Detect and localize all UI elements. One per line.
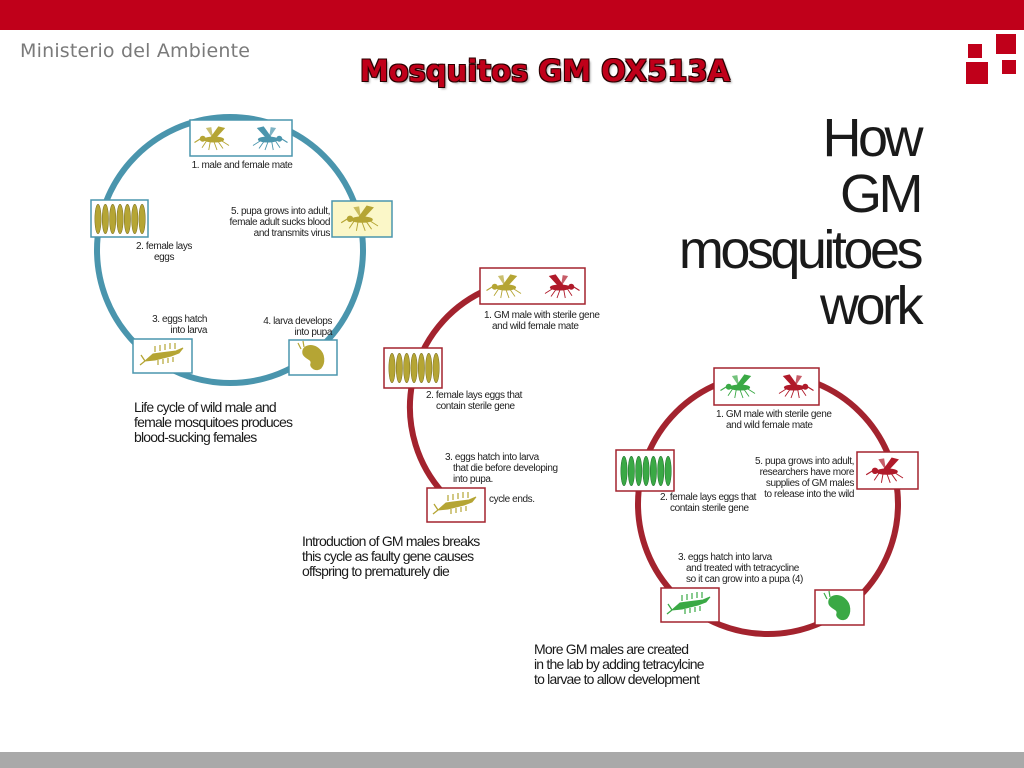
caption-line: More GM males are created xyxy=(534,641,689,657)
headline-line: mosquitoes xyxy=(678,220,924,280)
bottom-bar xyxy=(0,752,1024,768)
caption-line: this cycle as faulty gene causes xyxy=(302,548,474,564)
label-line: 2. female lays eggs that xyxy=(426,390,523,401)
label-line: 2. female lays xyxy=(135,241,193,252)
label-line: 1. male and female mate xyxy=(191,160,293,171)
headline: How GM mosquitoes work xyxy=(580,108,924,336)
wild-step-2-label: 2. female lays eggs xyxy=(128,241,200,263)
slide-title: Mosquitos GM OX513A xyxy=(359,54,731,88)
gm-larva-box xyxy=(426,487,486,523)
wild-cycle-ring xyxy=(94,114,366,386)
gm-cycle-caption: Introduction of GM males breaks this cyc… xyxy=(302,534,480,579)
wild-step-4-label: 4. larva develops into pupa xyxy=(252,316,332,338)
wild-eggs-box xyxy=(90,199,149,238)
gm-eggs-box xyxy=(383,347,443,389)
caption-line: in the lab by adding tetracylcine xyxy=(534,656,705,672)
label-line: 2. female lays eggs that xyxy=(660,492,757,503)
label-line: and transmits virus xyxy=(253,228,331,239)
label-line: and wild female mate xyxy=(492,321,579,332)
gm-cycle-ends-label: cycle ends. xyxy=(489,494,535,505)
label-line: supplies of GM males xyxy=(765,478,855,489)
label-line: 3. eggs hatch into larva xyxy=(445,452,539,463)
label-line: into larva xyxy=(170,325,207,336)
lab-adult-box xyxy=(856,451,919,490)
wild-adult-box xyxy=(331,200,393,238)
label-line: so it can grow into a pupa (4) xyxy=(686,574,803,585)
caption-line: Life cycle of wild male and xyxy=(134,399,277,415)
label-line: researchers have more xyxy=(759,467,855,478)
gm-step-1-label: 1. GM male with sterile gene and wild fe… xyxy=(484,310,600,332)
ministry-name: Ministerio del Ambiente xyxy=(20,40,251,62)
lab-step-2-label: 2. female lays eggs that contain sterile… xyxy=(660,492,756,514)
headline-line: GM xyxy=(840,164,924,224)
label-line: into pupa xyxy=(294,327,332,338)
label-line: and wild female mate xyxy=(726,420,813,431)
gm-step-3-label: 3. eggs hatch into larva that die before… xyxy=(445,452,558,485)
label-line: 5. pupa grows into adult, xyxy=(231,206,330,217)
caption-line: female mosquitoes produces xyxy=(134,414,293,430)
label-line: 5. pupa grows into adult, xyxy=(755,456,854,467)
wild-mate-box xyxy=(189,119,293,157)
label-line: eggs xyxy=(153,252,175,263)
label-line: 1. GM male with sterile gene xyxy=(716,409,832,420)
wild-step-5-label: 5. pupa grows into adult, female adult s… xyxy=(208,206,331,239)
label-line: 3. eggs hatch into larva xyxy=(678,552,772,563)
label-line: contain sterile gene xyxy=(436,401,515,412)
gm-step-2-label: 2. female lays eggs that contain sterile… xyxy=(426,390,522,412)
headline-line: work xyxy=(819,276,924,336)
lab-step-1-label: 1. GM male with sterile gene and wild fe… xyxy=(716,409,832,431)
lab-cycle-caption: More GM males are created in the lab by … xyxy=(534,641,705,687)
wild-step-3-label: 3. eggs hatch into larva xyxy=(131,314,207,336)
wild-pupa-box xyxy=(288,339,338,376)
wild-cycle-caption: Life cycle of wild male and female mosqu… xyxy=(134,399,293,445)
caption-line: blood-sucking females xyxy=(134,429,257,445)
label-line: cycle ends. xyxy=(489,494,535,505)
lab-larva-box xyxy=(660,587,720,623)
caption-line: offspring to prematurely die xyxy=(302,563,450,579)
label-line: 3. eggs hatch xyxy=(152,314,207,325)
label-line: to release into the wild xyxy=(764,489,854,500)
top-brand-bar xyxy=(0,0,1024,30)
label-line: female adult sucks blood xyxy=(229,217,331,228)
lab-step-3-label: 3. eggs hatch into larva and treated wit… xyxy=(678,552,803,585)
label-line: contain sterile gene xyxy=(670,503,749,514)
lab-eggs-box xyxy=(615,449,675,492)
caption-line: Introduction of GM males breaks xyxy=(302,533,480,549)
caption-line: to larvae to allow development xyxy=(534,671,700,687)
lab-step-5-label: 5. pupa grows into adult, researchers ha… xyxy=(740,456,854,500)
lab-pupa-box xyxy=(814,589,865,626)
wild-step-1-label: 1. male and female mate xyxy=(186,160,298,171)
headline-line: How xyxy=(822,108,923,168)
lab-mate-box xyxy=(713,367,820,406)
gm-mate-box xyxy=(479,267,586,305)
label-line: that die before developing xyxy=(453,463,558,474)
wild-larva-box xyxy=(132,338,193,374)
label-line: into pupa. xyxy=(453,474,493,485)
label-line: and treated with tetracycline xyxy=(686,563,799,574)
label-line: 4. larva develops xyxy=(263,316,332,327)
label-line: 1. GM male with sterile gene xyxy=(484,310,600,321)
